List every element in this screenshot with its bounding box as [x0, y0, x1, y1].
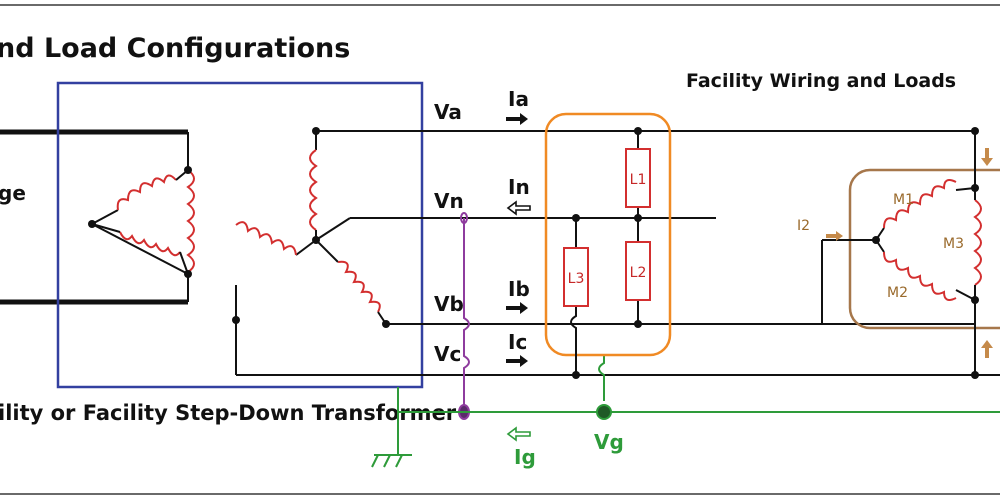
label-in: In — [508, 175, 530, 199]
label-m2: M2 — [887, 285, 908, 301]
label-ic: Ic — [508, 330, 527, 354]
label-vn: Vn — [434, 189, 464, 213]
label-vb: Vb — [434, 292, 464, 316]
primary-delta-winding — [88, 132, 195, 302]
current-arrow-ia — [506, 113, 528, 125]
label-l1: L1 — [630, 172, 647, 188]
current-arrow-ic — [506, 355, 528, 367]
load-l3 — [563, 247, 589, 307]
transformer-caption: ility or Facility Step-Down Transformer — [0, 401, 457, 425]
label-i2: I2 — [797, 218, 810, 234]
label-vc: Vc — [434, 342, 461, 366]
label-l2: L2 — [630, 265, 647, 281]
load-l2 — [625, 241, 651, 301]
label-ig: Ig — [514, 445, 536, 469]
label-ib: Ib — [508, 277, 530, 301]
load-wiring — [570, 127, 642, 379]
load-l1 — [625, 148, 651, 208]
ground-conductor — [371, 355, 1000, 468]
current-arrow-ib — [506, 302, 528, 314]
current-arrow-motor-bottom — [981, 340, 993, 358]
label-l3: L3 — [568, 271, 585, 287]
secondary-wye-winding — [232, 127, 420, 375]
current-arrow-in — [506, 200, 531, 216]
current-arrow-motor-top — [981, 148, 993, 166]
transformer-box — [56, 81, 424, 389]
load-enclosure — [544, 112, 672, 357]
neutral-ground-bond — [458, 212, 470, 420]
facility-heading: Facility Wiring and Loads — [686, 70, 956, 92]
label-m1: M1 — [893, 192, 914, 208]
source-label: ge — [0, 181, 26, 205]
label-vg: Vg — [594, 430, 624, 454]
motor-wiring — [821, 127, 982, 379]
label-ia: Ia — [508, 87, 529, 111]
motor-enclosure — [848, 168, 1000, 330]
diagram-title: nd Load Configurations — [0, 33, 350, 64]
current-arrow-i2 — [826, 231, 843, 241]
label-m3: M3 — [943, 236, 964, 252]
label-va: Va — [434, 100, 462, 124]
